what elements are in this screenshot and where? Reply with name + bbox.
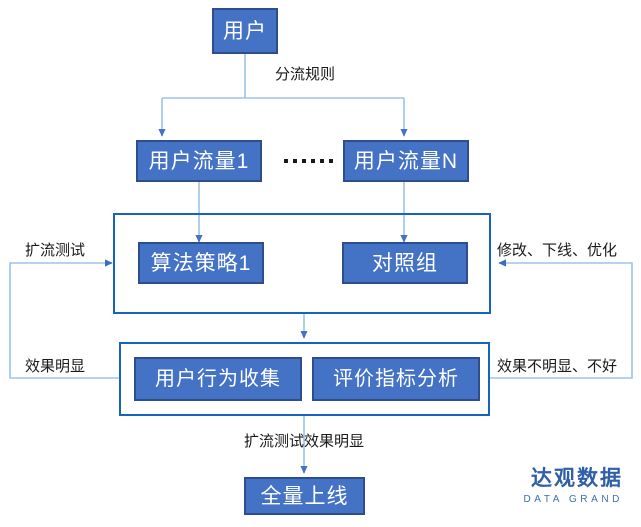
- node-control-group[interactable]: 对照组: [342, 242, 468, 284]
- edge-label-expand-test: 扩流测试: [25, 242, 86, 259]
- node-traffic-1-label: 用户流量1: [148, 149, 250, 173]
- node-traffic-n-label: 用户流量N: [353, 149, 459, 173]
- node-control-group-label: 对照组: [372, 251, 438, 275]
- node-behavior-collection-label: 用户行为收集: [155, 368, 281, 390]
- node-strategy-1-label: 算法策略1: [150, 251, 252, 275]
- node-traffic-1[interactable]: 用户流量1: [136, 140, 262, 182]
- node-behavior-collection[interactable]: 用户行为收集: [134, 357, 302, 401]
- node-metrics-analysis-label: 评价指标分析: [333, 368, 459, 390]
- edge-label-split-rule: 分流规则: [274, 66, 336, 83]
- experiment-group-container: [113, 213, 491, 314]
- node-full-release[interactable]: 全量上线: [244, 477, 365, 515]
- node-metrics-analysis[interactable]: 评价指标分析: [312, 357, 480, 401]
- collection-group-container: [119, 342, 490, 416]
- node-full-release-label: 全量上线: [260, 484, 349, 508]
- brand-logo-cn: 达观数据: [531, 467, 623, 490]
- ellipsis-icon: [284, 159, 333, 163]
- node-traffic-n[interactable]: 用户流量N: [343, 140, 469, 182]
- edge-label-modify-offline: 修改、下线、优化: [497, 242, 618, 259]
- brand-logo-en: DATA GRAND: [523, 494, 623, 505]
- edge-label-expand-test-clear: 扩流测试效果明显: [243, 433, 365, 450]
- brand-logo: 达观数据 DATA GRAND: [523, 468, 623, 505]
- node-strategy-1[interactable]: 算法策略1: [138, 242, 264, 284]
- node-user-label: 用户: [223, 19, 267, 43]
- node-user[interactable]: 用户: [212, 8, 278, 54]
- edge-label-effect-clear: 效果明显: [25, 358, 86, 375]
- edge-label-effect-unclear: 效果不明显、不好: [497, 358, 618, 375]
